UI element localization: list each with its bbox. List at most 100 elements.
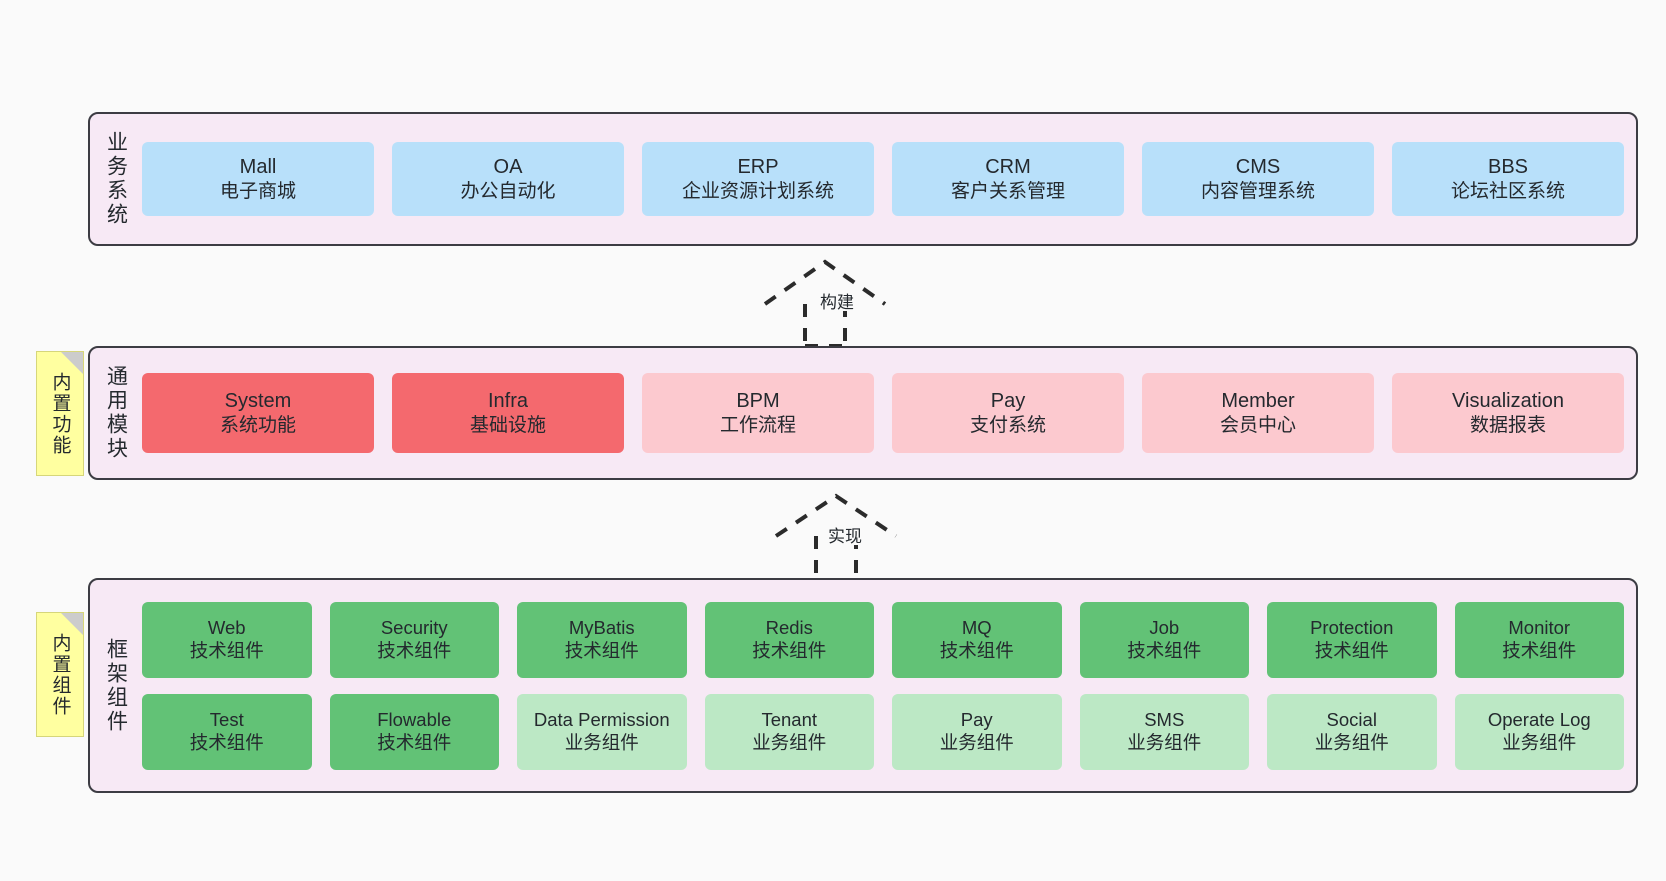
box-flowable[interactable]: Flowable 技术组件 [329, 693, 499, 770]
box-data-permission-name: Data Permission [533, 708, 670, 730]
layer-framework-components: 框架组件 Web 技术组件 Security 技术组件 MyBatis 技术组件… [88, 578, 1638, 793]
box-protection-desc: 技术组件 [1314, 639, 1389, 661]
box-oa-desc: 办公自动化 [460, 180, 556, 202]
note-builtin-components-text: 内置组件 [49, 632, 71, 717]
box-web[interactable]: Web 技术组件 [142, 601, 312, 678]
box-monitor[interactable]: Monitor 技术组件 [1454, 601, 1624, 678]
business-system-row: Mall 电子商城 OA 办公自动化 ERP 企业资源计划系统 CRM 客户关系… [142, 142, 1624, 216]
box-bpm[interactable]: BPM 工作流程 [642, 373, 874, 453]
box-test[interactable]: Test 技术组件 [142, 693, 312, 770]
box-mq-name: MQ [961, 616, 992, 638]
box-cms-desc: 内容管理系统 [1200, 180, 1315, 202]
box-visualization-desc: 数据报表 [1469, 414, 1546, 436]
box-mybatis[interactable]: MyBatis 技术组件 [517, 601, 687, 678]
layer-business-system-title: 业务系统 [104, 131, 128, 227]
box-sms[interactable]: SMS 业务组件 [1079, 693, 1249, 770]
box-oa-name: OA [493, 156, 523, 179]
box-redis[interactable]: Redis 技术组件 [704, 601, 874, 678]
box-infra-desc: 基础设施 [469, 414, 546, 436]
box-mq[interactable]: MQ 技术组件 [892, 601, 1062, 678]
arrow-build-label: 构建 [817, 294, 857, 311]
layer-common-modules-body: System 系统功能 Infra 基础设施 BPM 工作流程 Pay 支付系统… [142, 348, 1636, 478]
box-erp[interactable]: ERP 企业资源计划系统 [642, 142, 874, 216]
box-job[interactable]: Job 技术组件 [1079, 601, 1249, 678]
box-cms[interactable]: CMS 内容管理系统 [1142, 142, 1374, 216]
box-social[interactable]: Social 业务组件 [1267, 693, 1437, 770]
box-visualization-name: Visualization [1452, 390, 1564, 413]
box-bpm-desc: 工作流程 [719, 414, 796, 436]
box-sms-name: SMS [1144, 708, 1185, 730]
box-mall-name: Mall [239, 156, 277, 179]
box-bbs-name: BBS [1487, 156, 1529, 179]
box-job-desc: 技术组件 [1127, 639, 1202, 661]
box-bbs[interactable]: BBS 论坛社区系统 [1392, 142, 1624, 216]
note-builtin-features: 内置功能 [36, 351, 84, 476]
layer-framework-components-title: 框架组件 [104, 637, 128, 734]
box-system-desc: 系统功能 [219, 414, 296, 436]
box-pay-component-name: Pay [960, 708, 993, 730]
box-flowable-name: Flowable [377, 708, 452, 730]
box-social-desc: 业务组件 [1314, 731, 1389, 753]
box-crm-name: CRM [985, 156, 1031, 179]
box-monitor-name: Monitor [1508, 616, 1571, 638]
box-sms-desc: 业务组件 [1127, 731, 1202, 753]
framework-components-row-technical: Web 技术组件 Security 技术组件 MyBatis 技术组件 Redi… [142, 601, 1624, 678]
box-redis-name: Redis [765, 616, 813, 638]
box-crm[interactable]: CRM 客户关系管理 [892, 142, 1124, 216]
box-social-name: Social [1326, 708, 1377, 730]
box-test-desc: 技术组件 [189, 731, 264, 753]
box-flowable-desc: 技术组件 [377, 731, 452, 753]
box-visualization[interactable]: Visualization 数据报表 [1392, 373, 1624, 453]
layer-common-modules: 通用模块 System 系统功能 Infra 基础设施 BPM 工作流程 Pay… [88, 346, 1638, 480]
box-crm-desc: 客户关系管理 [950, 180, 1065, 202]
box-system-name: System [224, 390, 292, 413]
box-security-name: Security [380, 616, 448, 638]
box-tenant-name: Tenant [761, 708, 818, 730]
box-mybatis-desc: 技术组件 [564, 639, 639, 661]
box-infra[interactable]: Infra 基础设施 [392, 373, 624, 453]
layer-business-system-body: Mall 电子商城 OA 办公自动化 ERP 企业资源计划系统 CRM 客户关系… [142, 114, 1636, 244]
box-job-name: Job [1149, 616, 1180, 638]
box-protection[interactable]: Protection 技术组件 [1267, 601, 1437, 678]
box-tenant-desc: 业务组件 [752, 731, 827, 753]
framework-components-row-business: Test 技术组件 Flowable 技术组件 Data Permission … [142, 693, 1624, 770]
box-erp-desc: 企业资源计划系统 [681, 180, 834, 202]
box-cms-name: CMS [1235, 156, 1281, 179]
box-operate-log-desc: 业务组件 [1502, 731, 1577, 753]
box-mybatis-name: MyBatis [568, 616, 635, 638]
arrow-build: 构建 [755, 256, 905, 348]
layer-framework-components-body: Web 技术组件 Security 技术组件 MyBatis 技术组件 Redi… [142, 580, 1636, 791]
box-redis-desc: 技术组件 [752, 639, 827, 661]
box-data-permission[interactable]: Data Permission 业务组件 [517, 693, 687, 770]
layer-business-system: 业务系统 Mall 电子商城 OA 办公自动化 ERP 企业资源计划系统 CRM… [88, 112, 1638, 246]
box-mq-desc: 技术组件 [939, 639, 1014, 661]
arrow-implement-label: 实现 [825, 528, 865, 545]
box-security-desc: 技术组件 [377, 639, 452, 661]
box-pay-component[interactable]: Pay 业务组件 [892, 693, 1062, 770]
box-member-desc: 会员中心 [1219, 414, 1296, 436]
box-web-desc: 技术组件 [189, 639, 264, 661]
box-oa[interactable]: OA 办公自动化 [392, 142, 624, 216]
arrow-implement: 实现 [770, 490, 910, 582]
box-bpm-name: BPM [736, 390, 780, 413]
box-web-name: Web [207, 616, 246, 638]
box-tenant[interactable]: Tenant 业务组件 [704, 693, 874, 770]
box-member-name: Member [1221, 390, 1295, 413]
box-infra-name: Infra [487, 390, 529, 413]
box-pay-module-desc: 支付系统 [969, 414, 1046, 436]
box-security[interactable]: Security 技术组件 [329, 601, 499, 678]
arrow-build-head [763, 259, 887, 306]
box-operate-log[interactable]: Operate Log 业务组件 [1454, 693, 1624, 770]
box-system[interactable]: System 系统功能 [142, 373, 374, 453]
box-erp-name: ERP [737, 156, 779, 179]
box-pay-module-name: Pay [990, 390, 1026, 413]
layer-common-modules-title: 通用模块 [104, 365, 128, 461]
box-test-name: Test [209, 708, 244, 730]
arrow-implement-head [774, 493, 898, 538]
box-mall[interactable]: Mall 电子商城 [142, 142, 374, 216]
box-pay-module[interactable]: Pay 支付系统 [892, 373, 1124, 453]
box-bbs-desc: 论坛社区系统 [1450, 180, 1565, 202]
box-member[interactable]: Member 会员中心 [1142, 373, 1374, 453]
common-modules-row: System 系统功能 Infra 基础设施 BPM 工作流程 Pay 支付系统… [142, 373, 1624, 453]
